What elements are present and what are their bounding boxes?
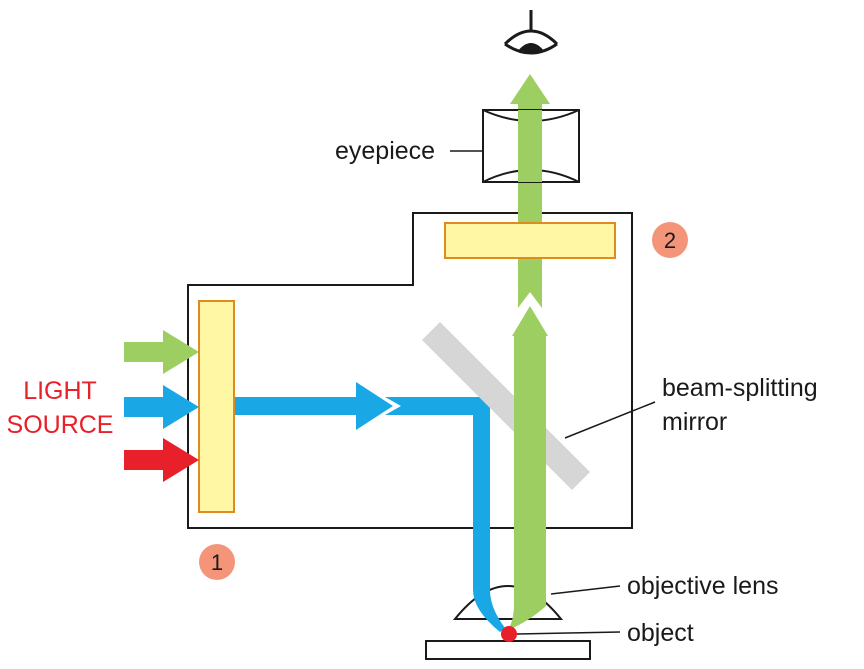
objective-lens-leader (550, 585, 621, 595)
marker-1-badge (199, 544, 235, 580)
emission-beam-lower-head (512, 306, 548, 336)
excitation-beam-bend (385, 397, 505, 632)
excitation-filter (198, 300, 235, 513)
blue-light-arrow (124, 385, 199, 429)
mirror-leader (564, 401, 656, 439)
red-light-arrow (124, 438, 199, 482)
marker-2-badge (652, 222, 688, 258)
emission-filter (444, 222, 616, 259)
eye-icon (503, 10, 559, 55)
green-light-arrow (124, 330, 199, 374)
emission-beam-lower (508, 334, 546, 630)
beam-splitting-mirror (422, 322, 590, 490)
object-leader (516, 631, 621, 635)
microscope-housing (187, 212, 633, 529)
object-label: object (627, 619, 694, 647)
beam-splitter-label-2: mirror (662, 408, 727, 436)
marker-2-label: 2 (664, 228, 676, 253)
marker-1-label: 1 (211, 550, 223, 575)
beam-splitter-label-1: beam-splitting (662, 374, 818, 402)
light-source-label-2: SOURCE (7, 411, 114, 439)
specimen-stage (425, 640, 591, 660)
object-point (501, 626, 517, 642)
eyepiece-label: eyepiece (335, 137, 435, 165)
light-source-label-1: LIGHT (23, 377, 97, 405)
excitation-beam (234, 382, 393, 430)
objective-lens-label: objective lens (627, 572, 778, 600)
eyepiece (482, 109, 580, 183)
emission-beam-upper-head (510, 74, 550, 104)
